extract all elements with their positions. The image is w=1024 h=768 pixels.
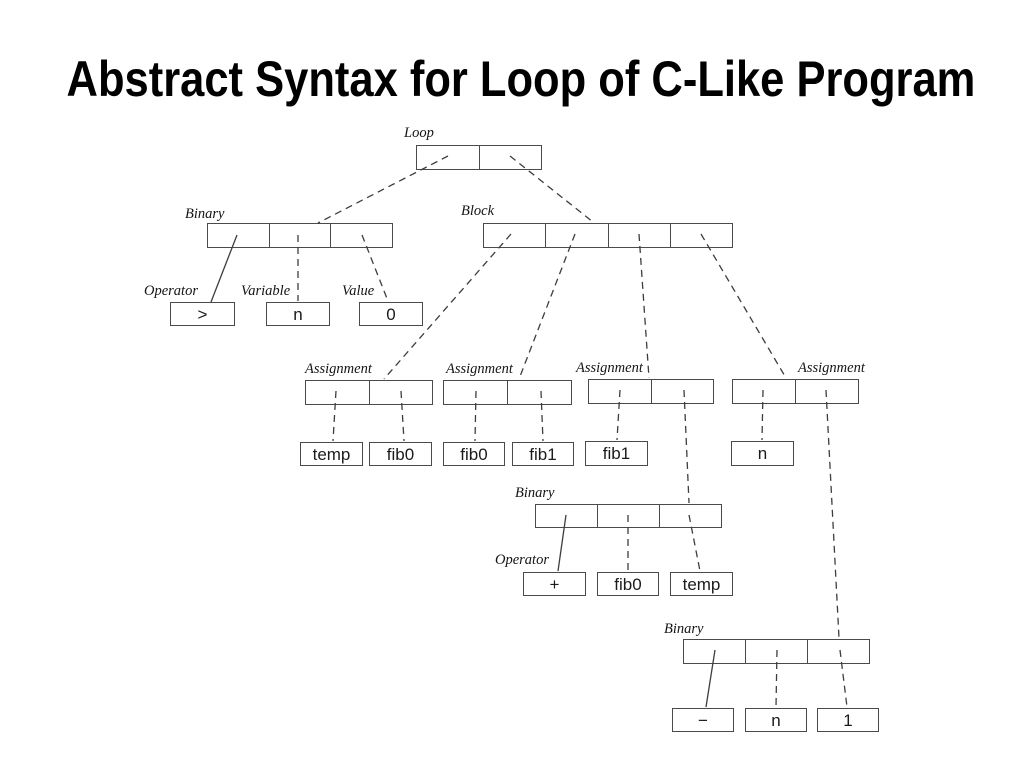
- leaf-fib0-1: fib0: [369, 442, 432, 466]
- leaf-temp-1: temp: [300, 442, 363, 466]
- pointer-cell: [745, 640, 807, 663]
- binary-condition-label: Binary: [185, 206, 225, 222]
- pointer-cell: [659, 505, 721, 527]
- leaf-operator-plus: +: [523, 572, 586, 596]
- operator-sum-label: Operator: [495, 552, 549, 568]
- variable-label: Variable: [241, 283, 291, 299]
- leaf-operator-gt: >: [170, 302, 235, 326]
- pointer-cell: [684, 640, 745, 663]
- leaf-fib1-2: fib1: [585, 441, 648, 466]
- value-label: Value: [342, 283, 375, 299]
- pointer-cell: [669, 224, 732, 247]
- pointer-cell: [484, 224, 545, 247]
- pointer-cell: [597, 505, 659, 527]
- pointer-cell: [795, 380, 858, 403]
- binary-sum-node-box: [535, 504, 722, 528]
- leaf-fib0-sum: fib0: [597, 572, 659, 596]
- pointer-cell: [306, 381, 369, 404]
- leaf-variable-n: n: [266, 302, 330, 326]
- edge-assignment4-to-binary-difference: [825, 389, 840, 639]
- binary-difference-node-box: [683, 639, 870, 664]
- pointer-cell: [268, 224, 331, 247]
- leaf-temp-sum: temp: [670, 572, 733, 596]
- binary-condition-node-box: [207, 223, 393, 248]
- binary-difference-label: Binary: [664, 621, 704, 637]
- pointer-cell: [208, 224, 269, 247]
- pointer-cell: [478, 146, 542, 169]
- leaf-value-0: 0: [359, 302, 423, 326]
- pointer-cell: [607, 224, 670, 247]
- pointer-cell: [733, 380, 795, 403]
- pointer-cell: [507, 381, 571, 404]
- edge-assignment3-to-binary-sum: [683, 389, 690, 504]
- pointer-cell: [807, 640, 869, 663]
- assignment-2-label: Assignment: [446, 361, 513, 377]
- leaf-1: 1: [817, 708, 879, 732]
- pointer-cell: [536, 505, 597, 527]
- edge-block-to-assignment-4: [700, 233, 787, 379]
- assignment-1-node-box: [305, 380, 433, 405]
- operator-condition-label: Operator: [144, 283, 198, 299]
- pointer-cell: [444, 381, 507, 404]
- loop-label: Loop: [404, 125, 434, 141]
- leaf-n-diff: n: [745, 708, 807, 732]
- assignment-3-node-box: [588, 379, 714, 404]
- pointer-cell: [589, 380, 651, 403]
- assignment-4-node-box: [732, 379, 859, 404]
- pointer-cell: [417, 146, 479, 169]
- assignment-1-label: Assignment: [305, 361, 372, 377]
- block-label: Block: [461, 203, 495, 219]
- assignment-4-label: Assignment: [798, 360, 865, 376]
- binary-sum-label: Binary: [515, 485, 555, 501]
- assignment-3-label: Assignment: [576, 360, 643, 376]
- block-node-box: [483, 223, 733, 248]
- pointer-cell: [650, 380, 714, 403]
- pointer-cell: [545, 224, 607, 247]
- loop-node-box: [416, 145, 542, 170]
- assignment-2-node-box: [443, 380, 572, 405]
- leaf-fib0-2: fib0: [443, 442, 505, 466]
- edge-block-to-assignment-2: [518, 233, 576, 380]
- pointer-cell: [368, 381, 433, 404]
- leaf-fib1-1: fib1: [512, 442, 574, 466]
- pointer-cell: [330, 224, 392, 247]
- edge-block-to-assignment-3: [638, 233, 650, 379]
- leaf-n-assign: n: [731, 441, 794, 466]
- leaf-operator-minus: −: [672, 708, 734, 732]
- slide-title: Abstract Syntax for Loop of C-Like Progr…: [66, 51, 976, 107]
